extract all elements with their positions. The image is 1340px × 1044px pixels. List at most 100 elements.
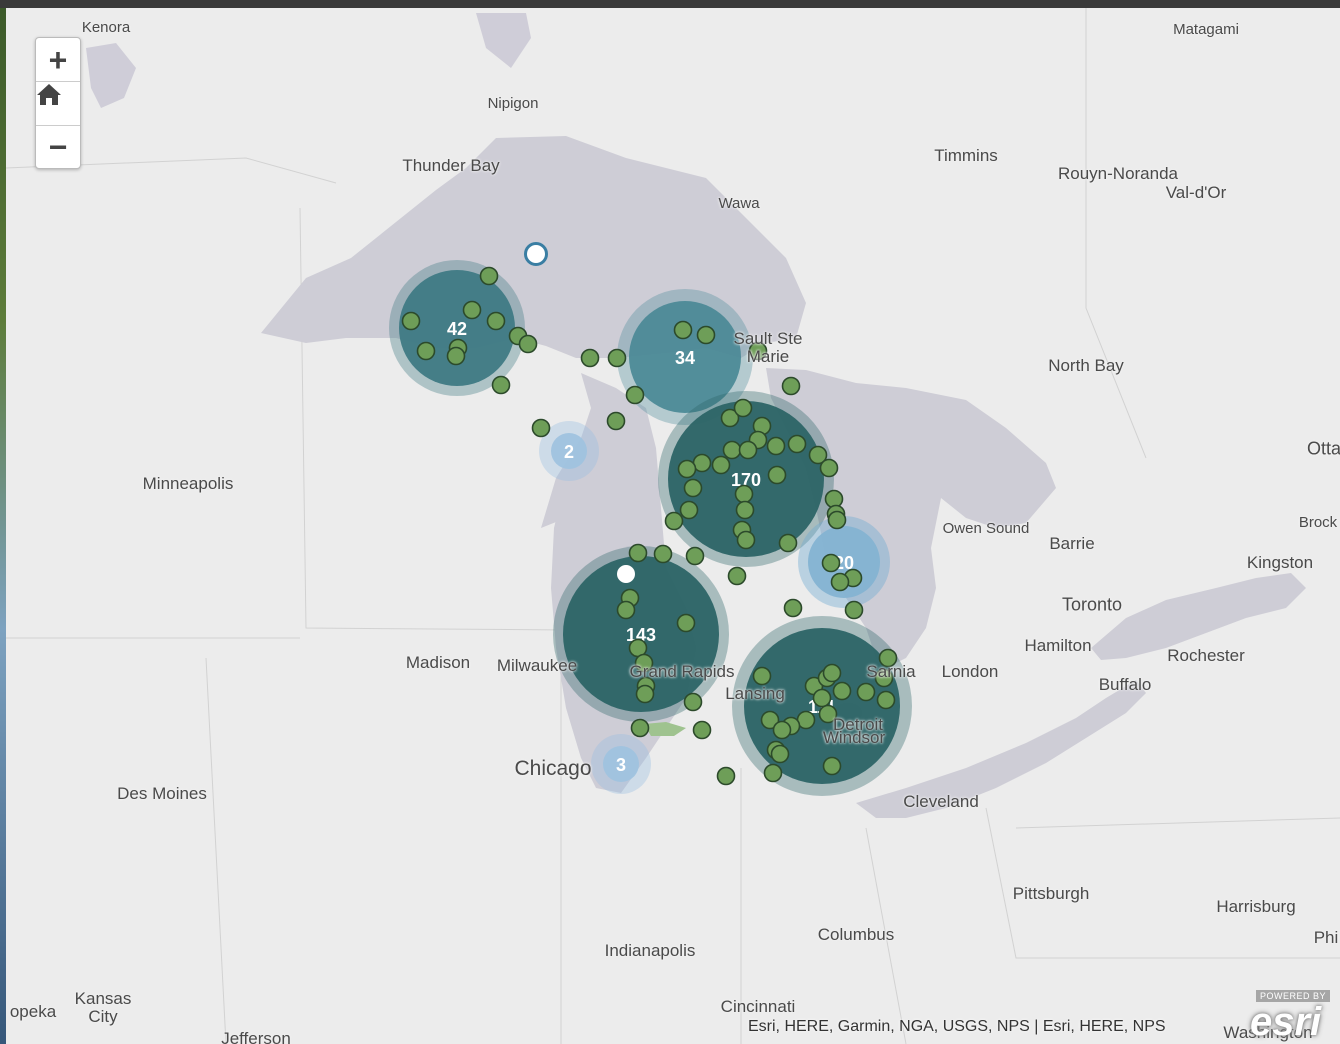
site-point[interactable] xyxy=(727,566,747,586)
map-view[interactable]: 42341701431112023 KenoraNipigonMatagamiT… xyxy=(6,8,1340,1044)
site-point[interactable] xyxy=(781,376,801,396)
site-point[interactable] xyxy=(518,334,538,354)
zoom-in-button[interactable]: + xyxy=(36,38,80,81)
city-label-nipigon: Nipigon xyxy=(487,95,539,113)
lake-ontario xyxy=(1091,573,1306,660)
admin-borders xyxy=(6,8,1340,1044)
point-features[interactable] xyxy=(401,266,898,786)
site-point[interactable] xyxy=(812,688,832,708)
lake-erie xyxy=(856,680,1146,818)
site-point[interactable] xyxy=(630,718,650,738)
site-point[interactable] xyxy=(760,710,780,730)
site-point[interactable] xyxy=(832,681,852,701)
site-point[interactable] xyxy=(752,666,772,686)
site-point[interactable] xyxy=(844,600,864,620)
site-point[interactable] xyxy=(462,300,482,320)
site-point[interactable] xyxy=(787,434,807,454)
site-point[interactable] xyxy=(822,756,842,776)
site-point[interactable] xyxy=(720,408,740,428)
site-point[interactable] xyxy=(683,692,703,712)
site-point[interactable] xyxy=(401,311,421,331)
city-label-columbus: Columbus xyxy=(817,925,895,945)
site-point[interactable] xyxy=(818,704,838,724)
site-point[interactable] xyxy=(722,440,742,460)
cluster-c3[interactable]: 3 xyxy=(591,734,651,794)
site-point[interactable] xyxy=(734,484,754,504)
site-point[interactable] xyxy=(676,613,696,633)
site-point[interactable] xyxy=(628,543,648,563)
cluster-count: 170 xyxy=(731,470,761,490)
site-point[interactable] xyxy=(748,341,768,361)
feature-layer[interactable]: 42341701431112023 xyxy=(6,8,1340,1044)
site-point[interactable] xyxy=(653,544,673,564)
site-point[interactable] xyxy=(856,682,876,702)
site-point[interactable] xyxy=(822,663,842,683)
cluster-c2[interactable]: 2 xyxy=(539,421,599,481)
site-point[interactable] xyxy=(479,266,499,286)
site-point[interactable] xyxy=(606,411,626,431)
site-point[interactable] xyxy=(416,341,436,361)
site-point[interactable] xyxy=(716,766,736,786)
site-point[interactable] xyxy=(821,553,841,573)
site-point[interactable] xyxy=(531,418,551,438)
cluster-c20[interactable]: 20 xyxy=(798,516,890,608)
city-label-kenora: Kenora xyxy=(81,19,131,37)
site-point[interactable] xyxy=(685,546,705,566)
site-point[interactable] xyxy=(683,478,703,498)
site-point[interactable] xyxy=(625,385,645,405)
site-point[interactable] xyxy=(819,458,839,478)
city-label-hamilton: Hamilton xyxy=(1024,636,1092,656)
site-point[interactable] xyxy=(679,500,699,520)
site-point[interactable] xyxy=(673,320,693,340)
site-point[interactable] xyxy=(634,653,654,673)
site-point[interactable] xyxy=(830,572,850,592)
site-point[interactable] xyxy=(446,346,466,366)
site-point[interactable] xyxy=(827,510,847,530)
site-point[interactable] xyxy=(486,311,506,331)
green-bay xyxy=(541,408,611,528)
site-point[interactable] xyxy=(635,684,655,704)
map-attribution[interactable]: Esri, HERE, Garmin, NGA, USGS, NPS | Esr… xyxy=(748,1018,1166,1035)
site-point[interactable] xyxy=(711,455,731,475)
cluster-core[interactable] xyxy=(551,433,587,469)
cluster-group[interactable]: 42341701431112023 xyxy=(389,260,912,796)
site-point[interactable] xyxy=(580,348,600,368)
highlight-point[interactable] xyxy=(617,565,635,583)
site-point[interactable] xyxy=(735,500,755,520)
site-point[interactable] xyxy=(738,440,758,460)
site-point[interactable] xyxy=(783,598,803,618)
zoom-out-button[interactable]: − xyxy=(36,125,80,168)
cluster-c143[interactable]: 143 xyxy=(553,546,729,722)
site-point[interactable] xyxy=(677,459,697,479)
site-point[interactable] xyxy=(767,465,787,485)
cluster-core[interactable] xyxy=(603,746,639,782)
site-point[interactable] xyxy=(874,668,894,688)
site-point[interactable] xyxy=(616,600,636,620)
site-point[interactable] xyxy=(733,398,753,418)
home-button[interactable] xyxy=(36,81,80,126)
site-point[interactable] xyxy=(736,530,756,550)
city-label-detroit: Detroit xyxy=(832,715,884,735)
city-label-rouyn: Rouyn-Noranda xyxy=(1057,164,1179,184)
site-point[interactable] xyxy=(763,763,783,783)
city-label-minneapolis: Minneapolis xyxy=(142,474,234,494)
site-point[interactable] xyxy=(772,720,792,740)
cluster-c170[interactable]: 170 xyxy=(658,391,834,567)
city-label-owen-sound: Owen Sound xyxy=(942,520,1030,538)
northern-lakes xyxy=(86,13,531,108)
cluster-core[interactable] xyxy=(563,556,719,712)
site-point[interactable] xyxy=(664,511,684,531)
site-point[interactable] xyxy=(808,445,828,465)
site-point[interactable] xyxy=(692,720,712,740)
site-point[interactable] xyxy=(696,325,716,345)
selected-point[interactable] xyxy=(524,242,548,266)
city-label-cincinnati: Cincinnati xyxy=(720,997,796,1017)
site-point[interactable] xyxy=(770,744,790,764)
site-point[interactable] xyxy=(607,348,627,368)
site-point[interactable] xyxy=(876,690,896,710)
site-point[interactable] xyxy=(778,533,798,553)
site-point[interactable] xyxy=(766,436,786,456)
site-point[interactable] xyxy=(878,648,898,668)
site-point[interactable] xyxy=(491,375,511,395)
cluster-core[interactable] xyxy=(668,401,824,557)
